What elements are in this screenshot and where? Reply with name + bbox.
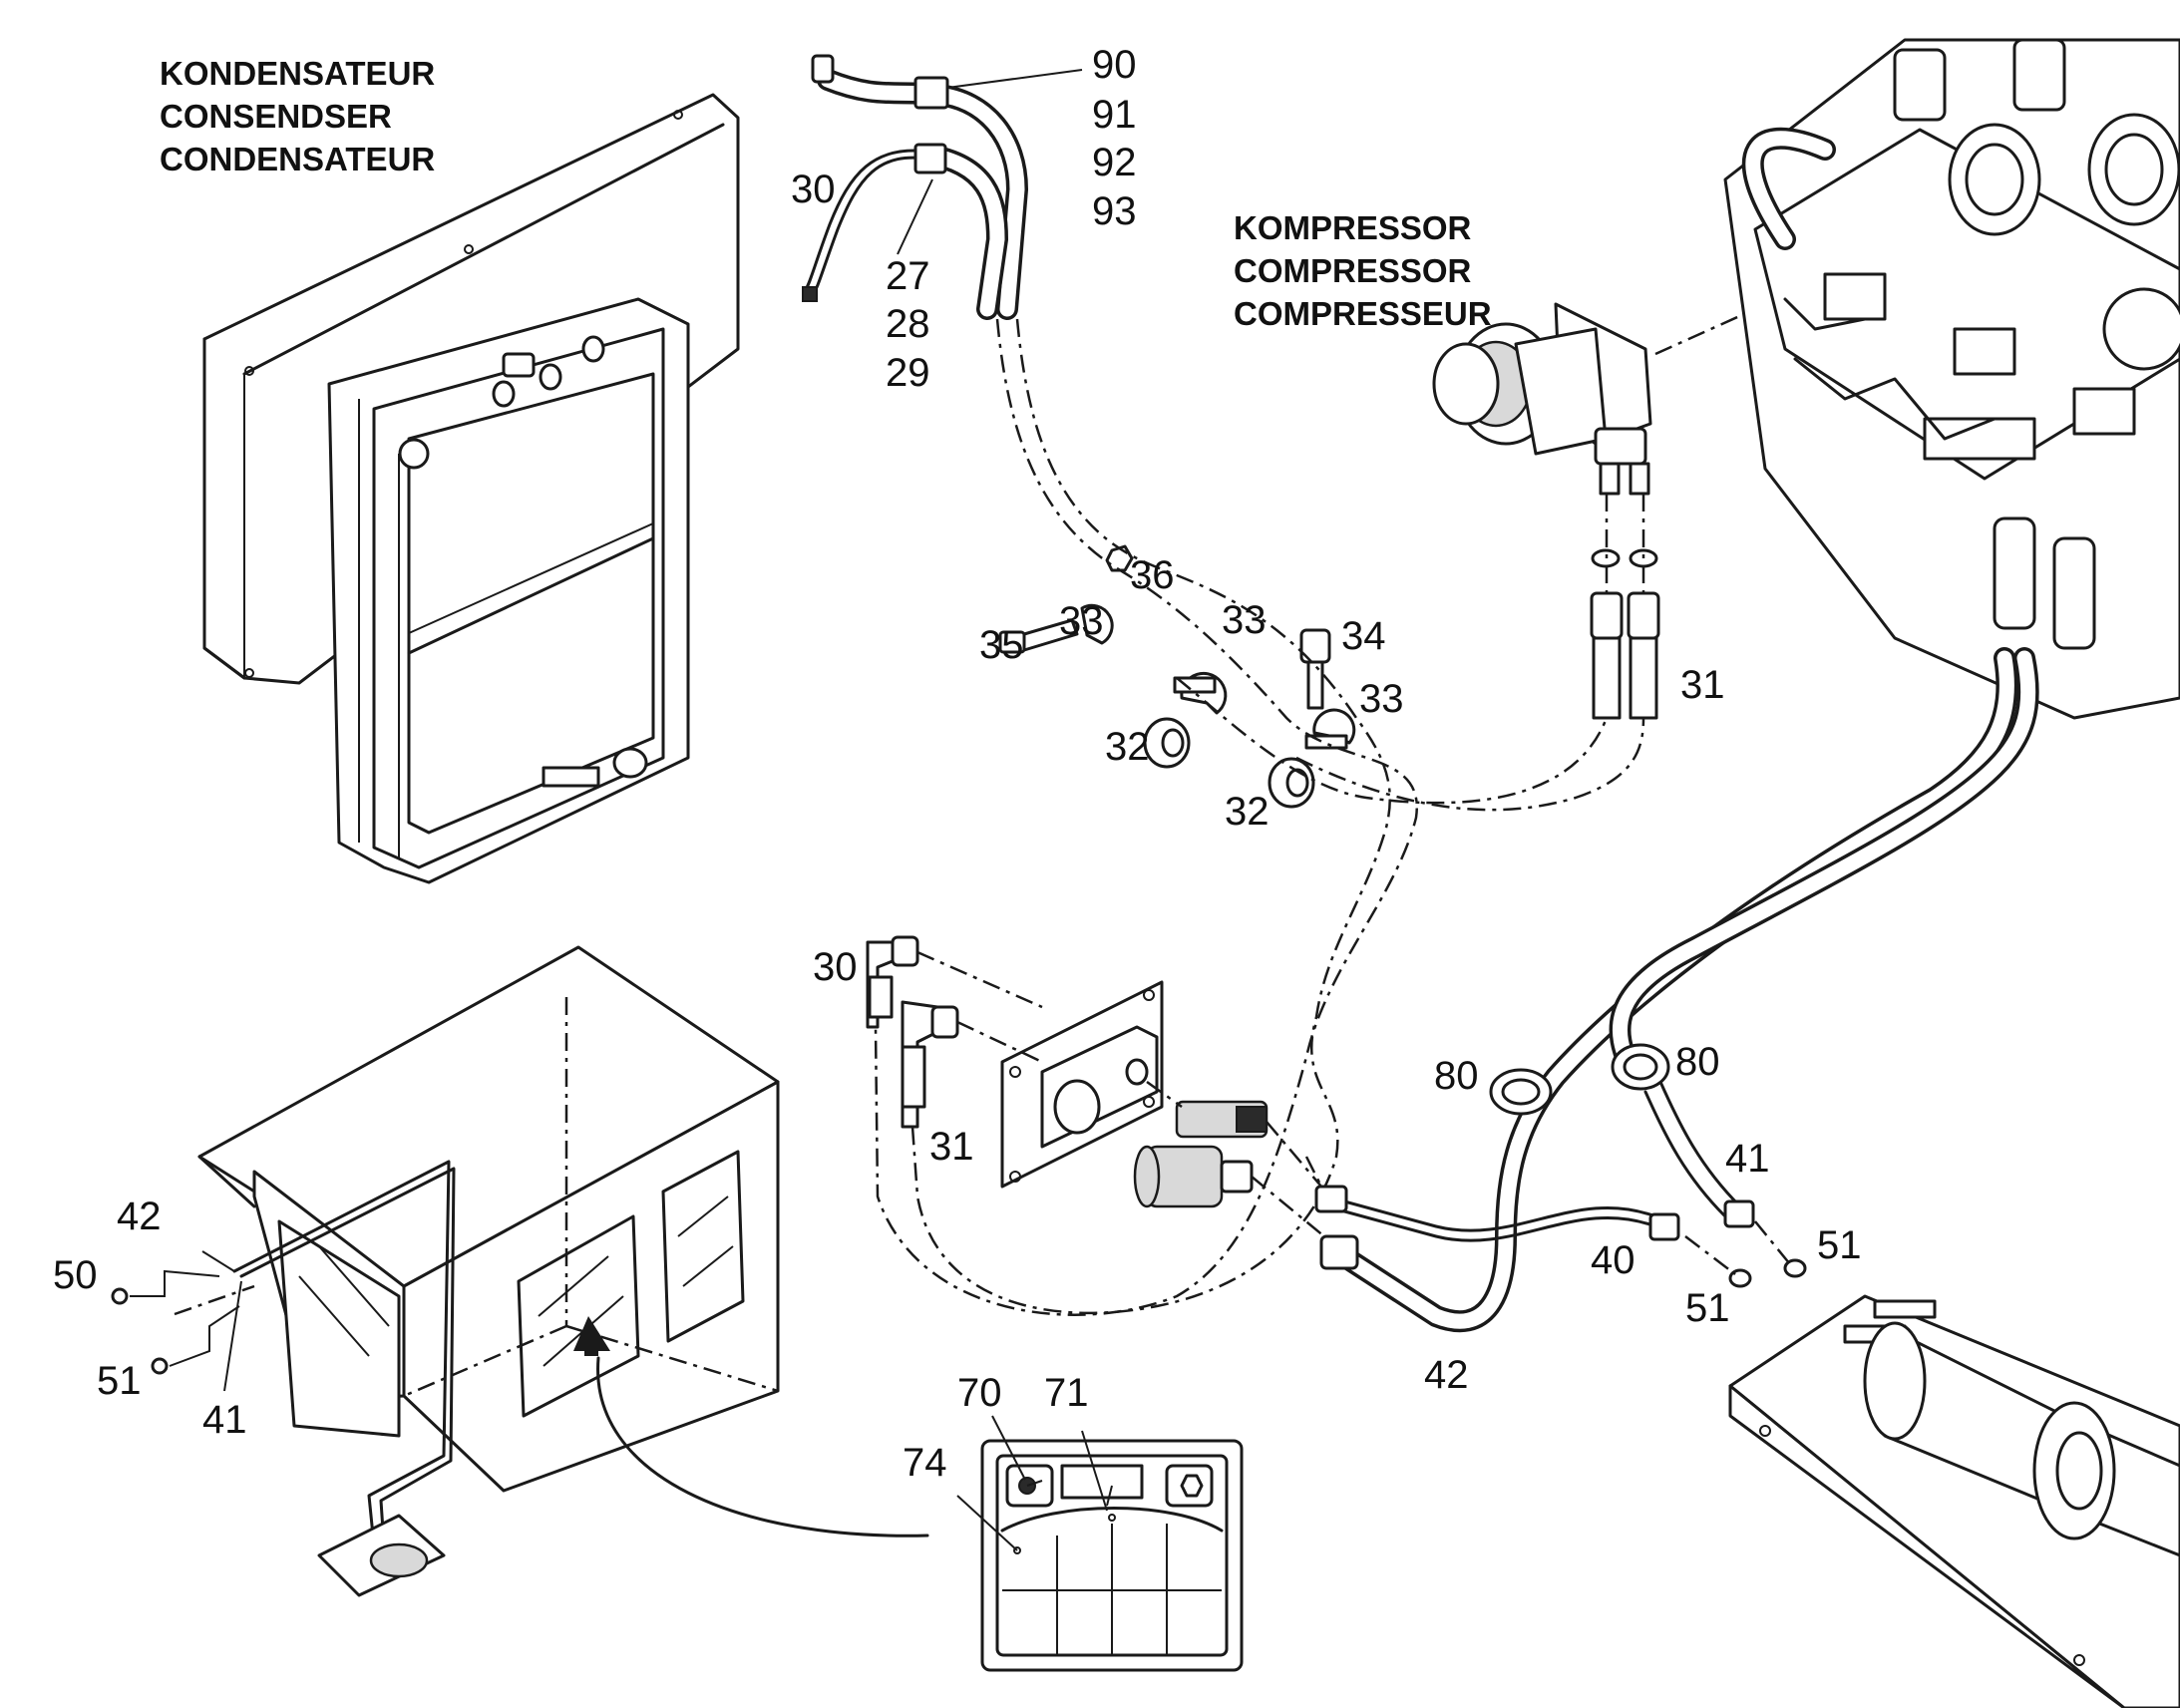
callout-41-left: 41 <box>202 1398 247 1442</box>
condenser-heading: KONDENSATEUR CONSENDSER CONDENSATEUR <box>160 55 435 177</box>
callout-32-b: 32 <box>1225 790 1270 834</box>
callout-42-left: 42 <box>117 1195 162 1238</box>
callout-42-bottom: 42 <box>1424 1353 1469 1397</box>
callout-31-mid: 31 <box>929 1125 974 1169</box>
routing-lines <box>874 318 1645 1316</box>
control-panel <box>980 1439 1244 1672</box>
compressor-hose-fittings <box>1590 494 1660 720</box>
callout-74: 74 <box>903 1441 947 1485</box>
callout-70: 70 <box>957 1371 1002 1415</box>
condenser-unit <box>202 93 740 884</box>
callout-33-b: 33 <box>1222 598 1267 642</box>
direction-arrow <box>573 1316 929 1537</box>
callout-51-left: 51 <box>97 1359 142 1403</box>
callout-80-right: 80 <box>1675 1040 1720 1084</box>
callouts: 90 91 92 93 30 27 28 29 36 33 35 33 34 3… <box>53 43 1862 1485</box>
compressor-heading: KOMPRESSOR COMPRESSOR COMPRESSEUR <box>1234 209 1492 332</box>
callout-27: 27 <box>886 254 930 298</box>
callout-91: 91 <box>1092 93 1137 137</box>
callout-50: 50 <box>53 1253 98 1297</box>
callout-33-a: 33 <box>1059 599 1104 643</box>
cab <box>197 945 929 1537</box>
condenser-heading-de: KONDENSATEUR <box>160 55 435 92</box>
hose-ends-30-31 <box>866 935 1043 1129</box>
callout-36: 36 <box>1130 553 1175 597</box>
callout-31-right: 31 <box>1680 663 1725 707</box>
callout-71: 71 <box>1044 1371 1089 1415</box>
condenser-inlet-pipes <box>398 335 605 470</box>
callout-51-a: 51 <box>1817 1223 1862 1267</box>
upper-hose-assembly <box>802 54 1083 320</box>
callout-90: 90 <box>1092 43 1137 87</box>
bulkhead-plate <box>1000 980 1164 1189</box>
callout-93: 93 <box>1092 189 1137 233</box>
callout-41-right: 41 <box>1725 1137 1770 1181</box>
receiver-drier <box>1728 1294 2180 1708</box>
condenser-heading-fr: CONDENSATEUR <box>160 141 435 177</box>
compressor-heading-fr: COMPRESSEUR <box>1234 295 1492 332</box>
quick-couplings <box>1133 1080 1337 1247</box>
callout-80-left: 80 <box>1434 1054 1479 1098</box>
cab-hoses <box>111 1160 456 1597</box>
callout-51-b: 51 <box>1685 1286 1730 1330</box>
callout-35: 35 <box>979 623 1024 667</box>
leader-lines <box>956 1480 1113 1551</box>
callout-30-mid: 30 <box>813 945 858 989</box>
callout-leaders <box>201 1250 1108 1512</box>
hose-clamps <box>998 544 1356 809</box>
callout-40: 40 <box>1591 1238 1635 1282</box>
compressor <box>1432 302 1756 496</box>
lower-hose-assembly <box>1314 647 2039 1333</box>
callout-28: 28 <box>886 302 930 346</box>
callout-33-c: 33 <box>1359 677 1404 721</box>
compressor-heading-de: KOMPRESSOR <box>1234 209 1472 246</box>
condenser-heading-en: CONSENDSER <box>160 98 392 135</box>
callout-30-top: 30 <box>791 168 836 211</box>
callout-32-a: 32 <box>1105 725 1150 769</box>
callout-29: 29 <box>886 351 930 395</box>
compressor-heading-en: COMPRESSOR <box>1234 252 1472 289</box>
callout-34: 34 <box>1341 614 1386 658</box>
callout-92: 92 <box>1092 141 1137 184</box>
engine-block <box>1723 38 2180 720</box>
